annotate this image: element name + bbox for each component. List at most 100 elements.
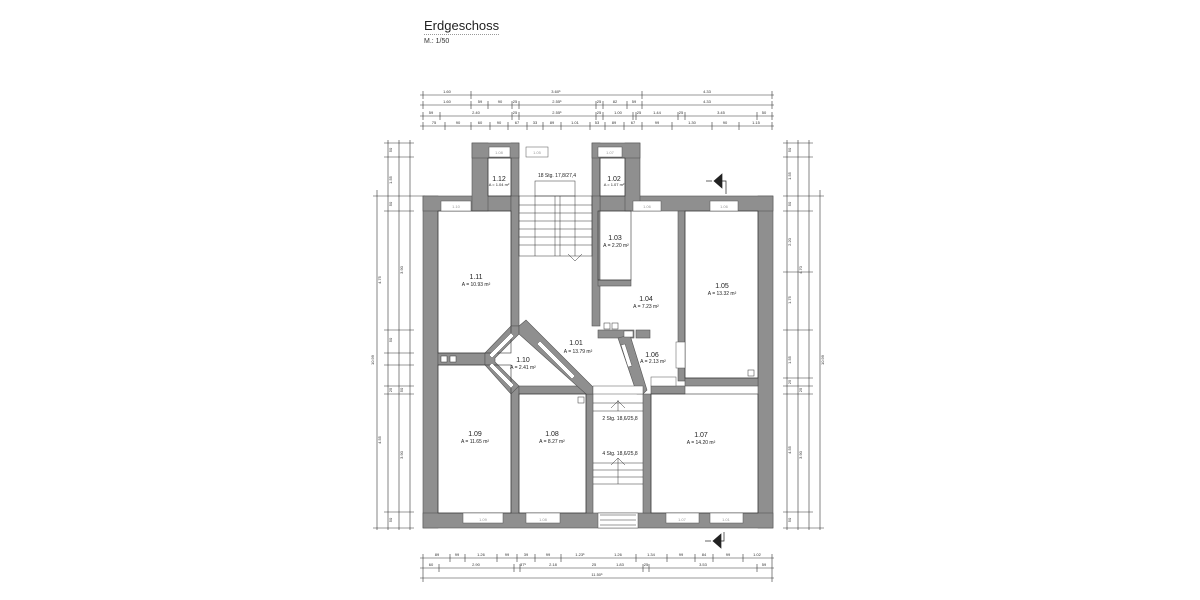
svg-text:A = 1.04 m²: A = 1.04 m² <box>489 182 510 187</box>
right-dimension-chains <box>783 140 824 530</box>
left-dimension-chains <box>373 140 425 530</box>
svg-text:1.05: 1.05 <box>533 150 542 155</box>
svg-text:2 Stg. 18,6/25,8: 2 Stg. 18,6/25,8 <box>602 416 638 422</box>
svg-text:1.08: 1.08 <box>545 431 559 438</box>
svg-text:1.09: 1.09 <box>479 517 488 522</box>
svg-text:A = 13.79 m²: A = 13.79 m² <box>564 349 593 355</box>
svg-text:99: 99 <box>546 552 551 557</box>
svg-text:1.23⁵: 1.23⁵ <box>575 552 585 557</box>
room-1-12: 1.12A = 1.04 m² <box>489 176 510 187</box>
svg-text:1.15: 1.15 <box>752 120 761 125</box>
svg-text:4.55: 4.55 <box>377 435 382 444</box>
svg-text:2.18: 2.18 <box>549 562 558 567</box>
svg-text:99: 99 <box>726 552 731 557</box>
svg-text:10.99: 10.99 <box>820 354 825 365</box>
svg-text:1.11: 1.11 <box>469 274 482 281</box>
section-marker-top-icon <box>706 173 727 194</box>
svg-text:25: 25 <box>637 110 642 115</box>
svg-text:A = 13.32 m²: A = 13.32 m² <box>708 291 737 297</box>
svg-text:2.40: 2.40 <box>472 110 481 115</box>
drawing-scale: M.: 1/50 <box>424 38 450 45</box>
svg-text:A = 1.07 m²: A = 1.07 m² <box>604 182 625 187</box>
stair-labels: 18 Stg. 17,8/27,4 2 Stg. 18,6/25,8 4 Stg… <box>538 173 638 457</box>
svg-text:82: 82 <box>613 99 618 104</box>
svg-text:A = 10.93 m²: A = 10.93 m² <box>462 282 491 288</box>
svg-text:50: 50 <box>388 201 393 206</box>
svg-text:1.02: 1.02 <box>753 552 762 557</box>
svg-text:25: 25 <box>597 110 602 115</box>
svg-text:60: 60 <box>429 562 434 567</box>
svg-text:3.53: 3.53 <box>699 562 708 567</box>
room-1-06: 1.06A = 2.13 m² <box>640 352 666 365</box>
svg-text:53: 53 <box>595 120 600 125</box>
svg-text:1.12: 1.12 <box>492 176 506 183</box>
svg-text:1.08: 1.08 <box>495 150 504 155</box>
room-1-05: 1.05A = 13.32 m² <box>708 283 737 297</box>
svg-text:1.08: 1.08 <box>539 517 548 522</box>
svg-text:1.00: 1.00 <box>614 110 623 115</box>
svg-text:1.26: 1.26 <box>477 552 486 557</box>
svg-text:25: 25 <box>798 387 803 392</box>
svg-text:1.75: 1.75 <box>787 295 792 304</box>
drawing-title: Erdgeschoss <box>424 18 500 35</box>
svg-text:50: 50 <box>388 517 393 522</box>
svg-text:2.55⁵: 2.55⁵ <box>552 110 562 115</box>
svg-text:4.75: 4.75 <box>377 275 382 284</box>
svg-text:A = 7.23 m²: A = 7.23 m² <box>633 304 659 310</box>
stair-lower <box>593 400 643 526</box>
svg-text:1.06: 1.06 <box>645 352 659 359</box>
svg-text:1.07: 1.07 <box>694 432 708 439</box>
svg-text:1.10: 1.10 <box>452 204 461 209</box>
right-dimension-labels: 50 1.55 50 2.20 4.70 1.75 25 1.55 25 4.5… <box>787 147 825 522</box>
door-openings <box>488 330 686 395</box>
room-1-01: 1.01 A = 13.79 m² <box>564 340 593 355</box>
svg-text:25: 25 <box>787 379 792 384</box>
svg-text:A = 14.20 m²: A = 14.20 m² <box>687 440 716 446</box>
svg-text:4.55: 4.55 <box>787 445 792 454</box>
svg-text:50: 50 <box>388 147 393 152</box>
svg-text:25: 25 <box>592 562 597 567</box>
room-1-11: 1.11A = 10.93 m² <box>462 274 491 288</box>
svg-text:25: 25 <box>644 562 649 567</box>
svg-text:1.09: 1.09 <box>468 431 482 438</box>
svg-text:75: 75 <box>432 120 437 125</box>
svg-text:A = 8.27 m²: A = 8.27 m² <box>539 439 565 445</box>
svg-text:2.55⁵: 2.55⁵ <box>552 99 562 104</box>
svg-text:1.01: 1.01 <box>569 340 583 347</box>
svg-text:90: 90 <box>498 99 503 104</box>
bottom-dimension-chains <box>420 554 774 582</box>
svg-text:33: 33 <box>533 120 538 125</box>
svg-text:90: 90 <box>497 120 502 125</box>
svg-text:10.99: 10.99 <box>370 354 375 365</box>
svg-text:4.33: 4.33 <box>703 99 712 104</box>
svg-text:1.55: 1.55 <box>388 175 393 184</box>
svg-text:89: 89 <box>550 120 555 125</box>
svg-text:3.90: 3.90 <box>399 265 404 274</box>
svg-text:1.60: 1.60 <box>443 99 452 104</box>
svg-text:60: 60 <box>478 120 483 125</box>
svg-text:A = 11.65 m²: A = 11.65 m² <box>461 439 489 445</box>
svg-text:39: 39 <box>524 552 529 557</box>
svg-text:50: 50 <box>388 337 393 342</box>
svg-text:1.07: 1.07 <box>678 517 687 522</box>
svg-text:59: 59 <box>429 110 434 115</box>
room-1-04: 1.04A = 7.23 m² <box>633 296 659 310</box>
svg-text:90: 90 <box>456 120 461 125</box>
svg-text:3.45: 3.45 <box>717 110 726 115</box>
svg-text:59: 59 <box>762 562 767 567</box>
svg-text:1.04: 1.04 <box>639 296 653 303</box>
svg-text:1.10: 1.10 <box>516 357 530 364</box>
svg-text:1.55: 1.55 <box>787 355 792 364</box>
svg-text:99: 99 <box>455 552 460 557</box>
svg-text:4 Stg. 18,6/25,8: 4 Stg. 18,6/25,8 <box>602 451 638 457</box>
svg-text:59: 59 <box>478 99 483 104</box>
svg-text:4.70: 4.70 <box>798 265 803 274</box>
svg-text:1.30: 1.30 <box>688 120 697 125</box>
svg-text:89: 89 <box>612 120 617 125</box>
svg-text:50: 50 <box>787 201 792 206</box>
svg-text:37⁵: 37⁵ <box>520 562 526 567</box>
svg-text:89: 89 <box>435 552 440 557</box>
room-1-03: 1.03A = 2.20 m² <box>603 235 629 249</box>
svg-text:84: 84 <box>702 552 707 557</box>
svg-text:25: 25 <box>597 99 602 104</box>
